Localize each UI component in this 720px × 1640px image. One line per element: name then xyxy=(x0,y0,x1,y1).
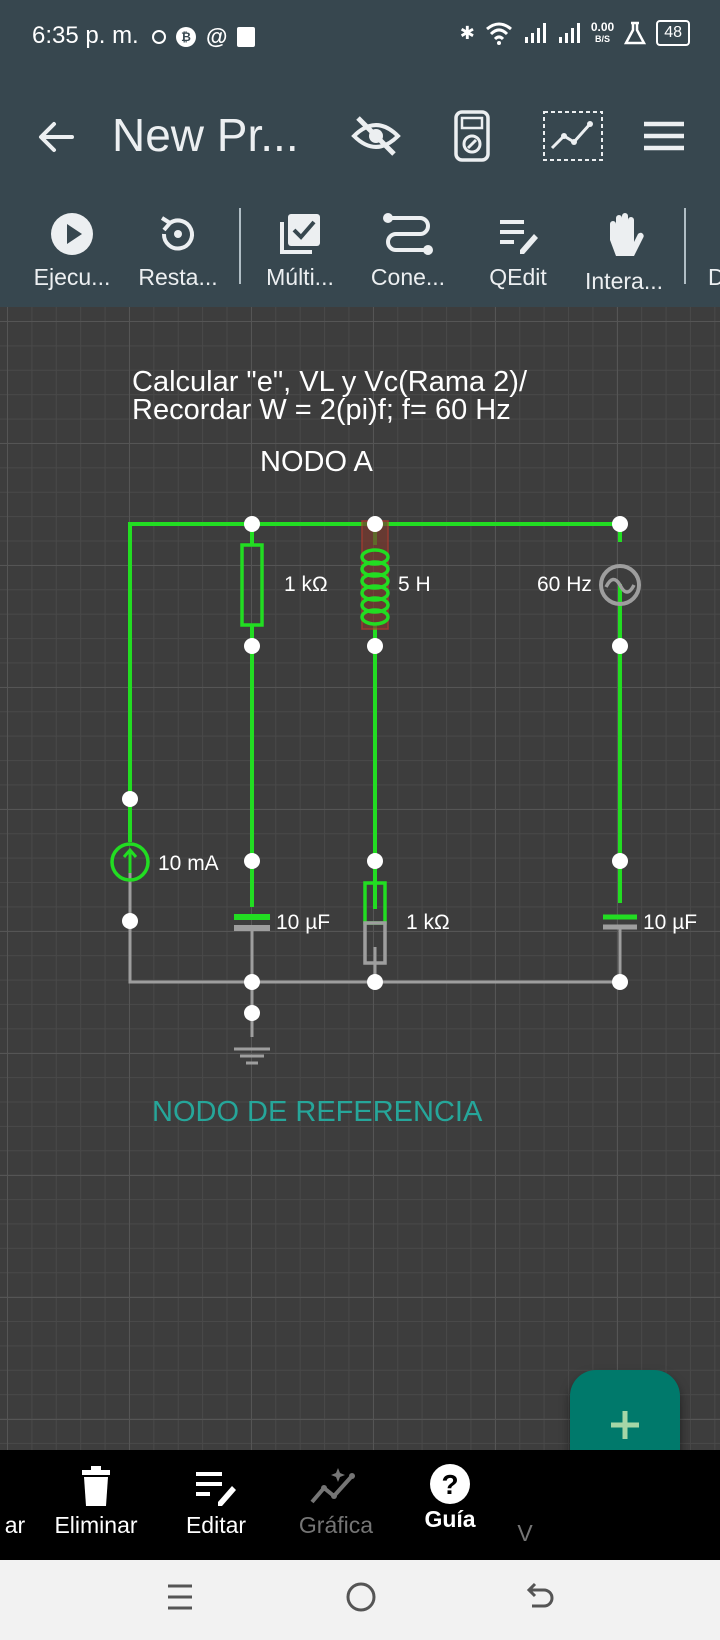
threads-icon: @ xyxy=(206,24,228,49)
current-source[interactable] xyxy=(110,842,150,882)
flask-icon xyxy=(624,21,647,45)
net-speed: 0.00 B/S xyxy=(590,20,615,44)
plus-icon xyxy=(611,1411,639,1439)
inductor-l1[interactable] xyxy=(360,548,390,626)
interact-button[interactable]: Intera... xyxy=(574,202,674,295)
app-bar: New Pr... xyxy=(0,72,720,202)
circuit-diagram[interactable]: Calcular "e", VL y Vc(Rama 2)/ Recordar … xyxy=(0,307,720,1450)
guide-button[interactable]: ? Guía xyxy=(400,1450,500,1533)
capacitor-c1[interactable] xyxy=(234,914,270,931)
bottom-item-more[interactable]: V xyxy=(510,1450,540,1547)
project-title[interactable]: New Pr... xyxy=(112,109,299,161)
toolbar-more-item[interactable]: D xyxy=(690,202,720,291)
notification-app-icon xyxy=(152,30,166,44)
help-icon: ? xyxy=(430,1464,470,1504)
bottom-item-partial[interactable]: ar xyxy=(0,1450,30,1539)
trash-icon xyxy=(82,1466,110,1506)
capacitor-c2[interactable] xyxy=(603,914,637,930)
signal-icon-2 xyxy=(558,23,580,43)
note-text-line2[interactable]: Recordar W = 2(pi)f; f= 60 Hz xyxy=(132,394,511,426)
delete-button[interactable]: Eliminar xyxy=(46,1450,146,1539)
multiselect-check-icon xyxy=(280,214,320,254)
menu-icon[interactable] xyxy=(636,108,692,164)
status-time: 6:35 p. m. xyxy=(32,22,139,49)
bluetooth-icon: ✱ xyxy=(459,22,475,43)
resistor-r2-label[interactable]: 1 kΩ xyxy=(406,911,450,934)
capacitor-c1-label[interactable]: 10 µF xyxy=(276,911,330,934)
edit-note-icon xyxy=(500,220,538,254)
recent-apps-icon xyxy=(168,1584,192,1610)
bottom-action-bar: ar Eliminar Editar Gráfica ? Guía V xyxy=(0,1450,720,1564)
reset-button[interactable]: Resta... xyxy=(128,202,228,291)
graph-select-icon[interactable] xyxy=(540,108,606,164)
pdf-icon xyxy=(237,27,256,47)
play-icon xyxy=(51,213,93,255)
qedit-button[interactable]: QEdit xyxy=(468,202,568,291)
signal-icon xyxy=(524,23,546,43)
status-bar: 6:35 p. m. ₿ @ ✱ 0.00 B/S 48 xyxy=(0,0,720,72)
svg-text:?: ? xyxy=(441,1469,458,1500)
current-source-label[interactable]: 10 mA xyxy=(158,852,219,875)
system-navigation-bar xyxy=(0,1560,720,1640)
home-button[interactable] xyxy=(344,1580,378,1619)
resistor-r1-label[interactable]: 1 kΩ xyxy=(284,573,328,596)
visibility-off-icon[interactable] xyxy=(348,108,404,164)
node-a-label[interactable]: NODO A xyxy=(260,446,373,478)
capacitor-c2-label[interactable]: 10 µF xyxy=(643,911,697,934)
wifi-icon xyxy=(485,22,512,45)
circuit-nodes[interactable] xyxy=(122,516,628,1021)
toolbar-divider xyxy=(239,208,241,284)
wire-connect-icon xyxy=(383,213,433,255)
recent-apps-button[interactable] xyxy=(166,1580,194,1619)
tool-bar: Ejecu... Resta... Múlti... Cone... QEdit… xyxy=(0,202,720,307)
graph-button[interactable]: Gráfica xyxy=(286,1450,386,1539)
ac-source[interactable] xyxy=(599,564,641,606)
ground-symbol[interactable] xyxy=(234,1047,270,1065)
placeholder-icon xyxy=(15,1464,16,1508)
home-circle-icon xyxy=(346,1582,376,1612)
back-arrow-icon[interactable] xyxy=(32,112,82,162)
edit-note-icon xyxy=(196,1472,236,1506)
run-button[interactable]: Ejecu... xyxy=(22,202,122,291)
graph-sparkle-icon xyxy=(310,1468,355,1504)
ac-source-label[interactable]: 60 Hz xyxy=(537,573,592,596)
note-text-line1[interactable]: Calcular "e", VL y Vc(Rama 2)/ xyxy=(132,366,528,398)
placeholder-icon xyxy=(710,210,711,258)
multimeter-icon[interactable] xyxy=(444,108,500,164)
reference-node-label[interactable]: NODO DE REFERENCIA xyxy=(152,1096,483,1128)
bitcoin-icon: ₿ xyxy=(176,27,196,47)
multiselect-button[interactable]: Múlti... xyxy=(250,202,350,291)
connect-button[interactable]: Cone... xyxy=(358,202,458,291)
back-button[interactable] xyxy=(522,1580,556,1619)
edit-button[interactable]: Editar xyxy=(166,1450,266,1539)
battery-indicator: 48 xyxy=(656,20,690,46)
inductor-label[interactable]: 5 H xyxy=(398,573,431,596)
hand-icon xyxy=(610,213,644,256)
resistor-r2-bottom[interactable] xyxy=(363,921,387,965)
circuit-canvas[interactable]: Calcular "e", VL y Vc(Rama 2)/ Recordar … xyxy=(0,307,720,1450)
restart-icon xyxy=(160,216,194,251)
toolbar-divider-2 xyxy=(684,208,686,284)
back-gesture-icon xyxy=(526,1582,554,1608)
placeholder-icon xyxy=(525,1464,526,1516)
resistor-r1[interactable] xyxy=(240,543,264,627)
status-notification-icons: ₿ @ xyxy=(152,24,256,50)
status-system-icons: ✱ 0.00 B/S 48 xyxy=(460,20,690,46)
